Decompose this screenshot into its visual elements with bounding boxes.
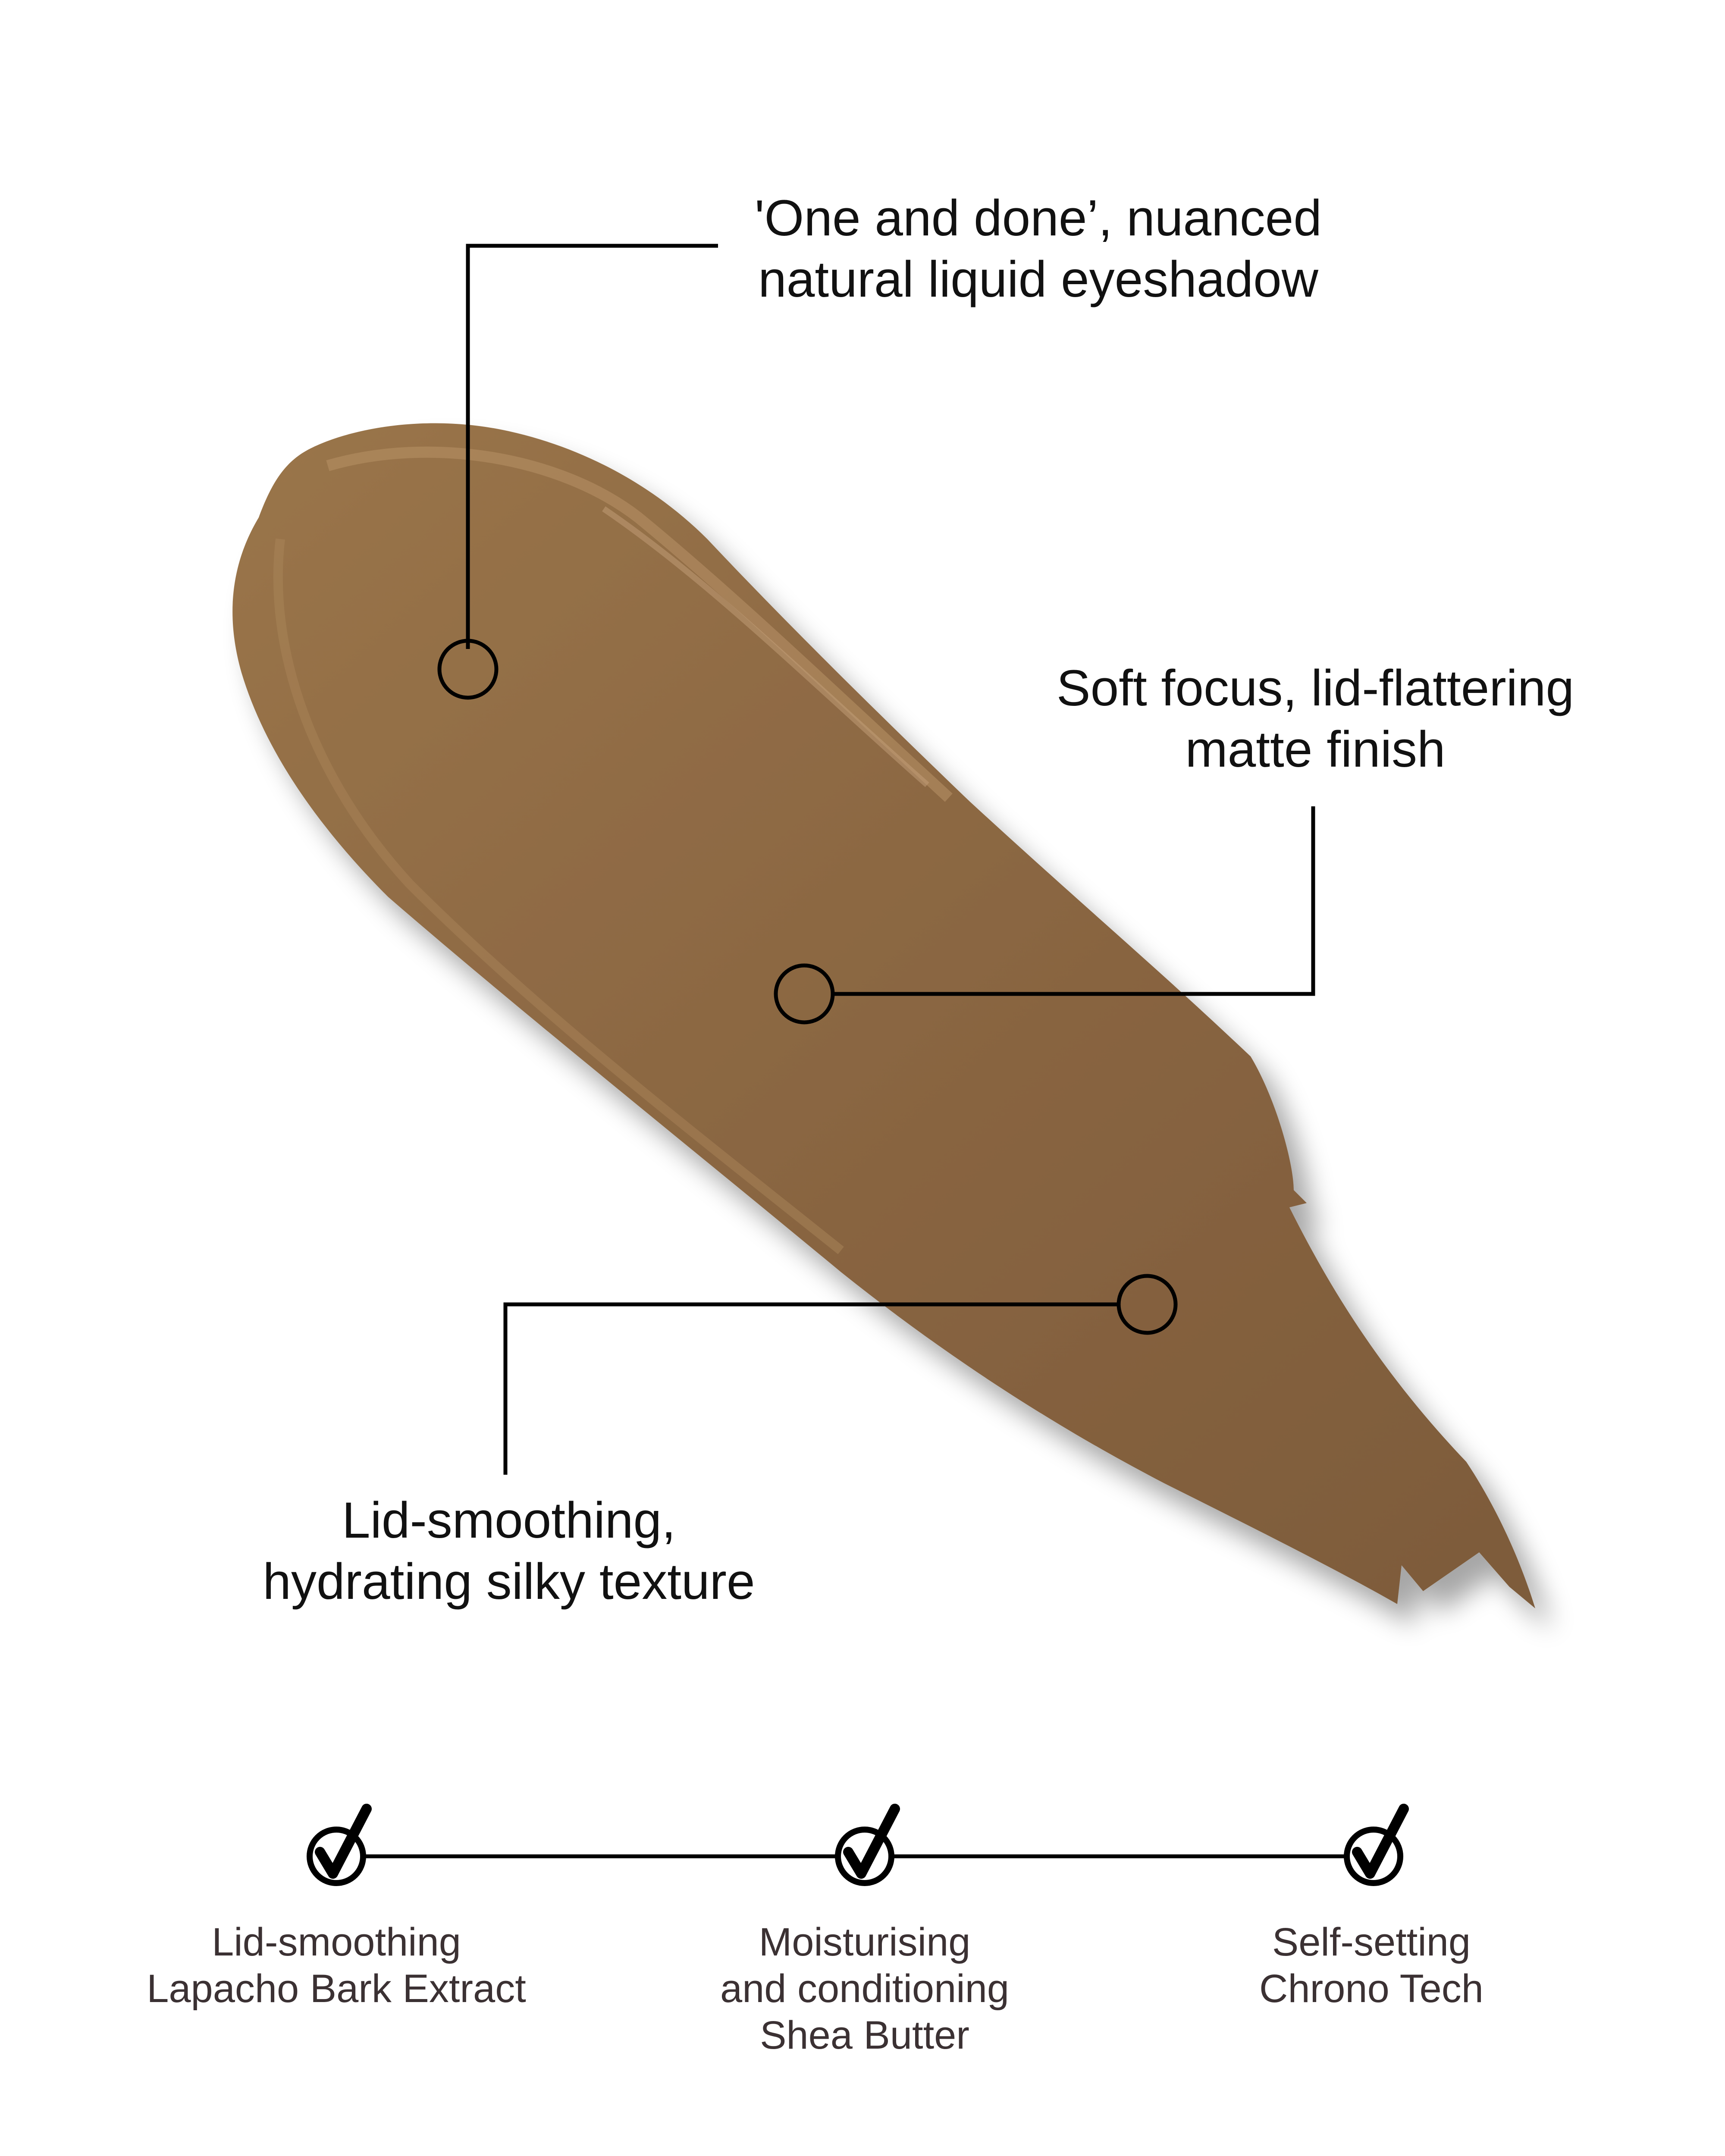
- swatch-smear: [232, 423, 1535, 1609]
- callout-one-and-done: 'One and done’, nuanced natural liquid e…: [755, 188, 1322, 310]
- callout-line: Lid-smoothing,: [342, 1492, 676, 1549]
- feature-line: Self-setting: [1272, 1920, 1471, 1964]
- callout-lid-smoothing: Lid-smoothing, hydrating silky texture: [207, 1490, 811, 1612]
- callout-line: matte finish: [1185, 721, 1446, 778]
- callout-connector-soft-focus: [774, 806, 1315, 1025]
- check-circle-icon: [835, 1804, 900, 1886]
- callout-line: hydrating silky texture: [263, 1553, 755, 1610]
- feature-shea-butter: Moisturising and conditioning Shea Butte…: [627, 1919, 1102, 2059]
- feature-lapacho: Lid-smoothing Lapacho Bark Extract: [99, 1919, 574, 2012]
- callout-line: natural liquid eyeshadow: [758, 251, 1318, 308]
- callout-soft-focus: Soft focus, lid-flattering matte finish: [1013, 658, 1617, 780]
- feature-line: and conditioning: [720, 1967, 1010, 2011]
- feature-line: Lid-smoothing: [212, 1920, 461, 1964]
- feature-chrono-tech: Self-setting Chrono Tech: [1134, 1919, 1609, 2012]
- callout-connector-lid-smoothing: [503, 1274, 1178, 1475]
- callout-connector-one-and-done: [437, 244, 718, 700]
- feature-line: Chrono Tech: [1259, 1967, 1484, 2011]
- callout-line: 'One and done’, nuanced: [755, 190, 1322, 247]
- check-circle-icon: [307, 1804, 372, 1886]
- check-circle-icon: [1344, 1804, 1409, 1886]
- feature-line: Shea Butter: [760, 2013, 969, 2057]
- feature-line: Lapacho Bark Extract: [147, 1967, 526, 2011]
- feature-line: Moisturising: [759, 1920, 971, 1964]
- callout-line: Soft focus, lid-flattering: [1056, 660, 1574, 717]
